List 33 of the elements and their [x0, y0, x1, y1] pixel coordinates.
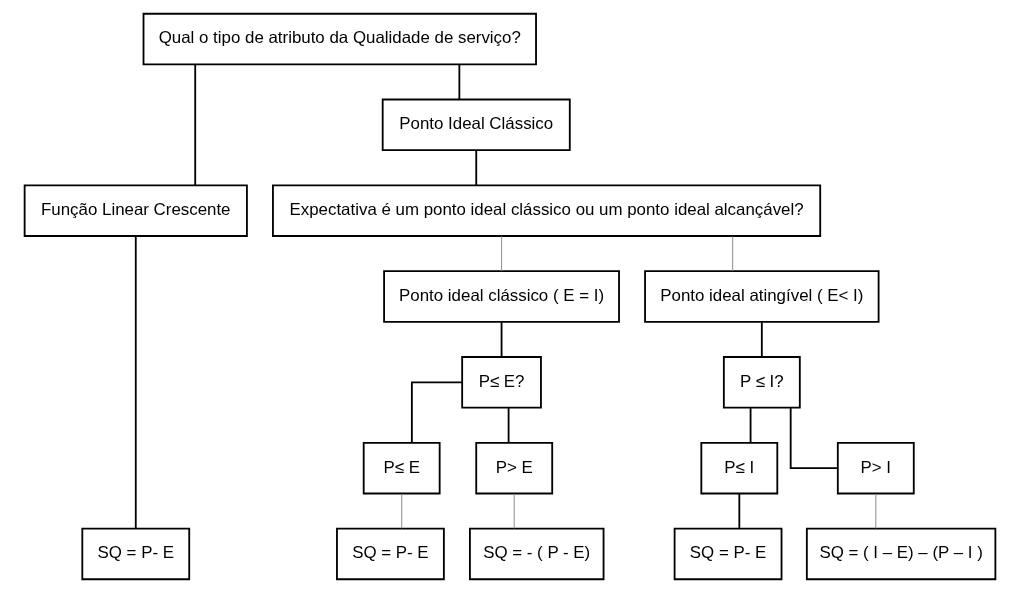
- node-box: SQ = - ( P - E): [469, 527, 605, 581]
- node-box: Qual o tipo de atributo da Qualidade de serviço?: [142, 12, 537, 66]
- connector: [732, 235, 734, 272]
- connector: [458, 63, 461, 101]
- connector: [789, 407, 839, 470]
- connector: [749, 407, 752, 444]
- node-box: SQ = P- E: [336, 527, 445, 581]
- node-box: SQ = P- E: [673, 527, 783, 581]
- connector: [410, 381, 463, 444]
- connector: [134, 235, 137, 530]
- connector: [500, 321, 503, 358]
- connector: [401, 493, 403, 529]
- node-box: P≤ I: [700, 441, 779, 495]
- node-box: SQ = P- E: [81, 527, 191, 581]
- node-box: P> I: [836, 441, 915, 495]
- connector: [760, 321, 763, 358]
- node-box: Ponto ideal atingível ( E< I): [644, 270, 880, 323]
- connector: [738, 492, 741, 530]
- node-box: P≤ E: [362, 441, 441, 495]
- node-box: Ponto ideal clássico ( E = I): [383, 270, 620, 323]
- node-box: Ponto Ideal Clássico: [381, 98, 571, 152]
- node-box: Função Linear Crescente: [23, 184, 248, 237]
- connector: [194, 63, 197, 187]
- connector: [513, 493, 515, 529]
- node-box: SQ = ( I – E) – (P – I ): [805, 527, 997, 581]
- connector: [875, 493, 877, 529]
- connector: [475, 149, 478, 186]
- node-box: P≤ E?: [461, 356, 542, 409]
- connector: [501, 235, 503, 272]
- connector: [507, 407, 510, 444]
- node-box: P> E: [475, 441, 554, 495]
- node-box: Expectativa é um ponto ideal clássico ou um ponto ideal alcançável?: [272, 184, 822, 237]
- node-box: P ≤ I?: [722, 356, 801, 409]
